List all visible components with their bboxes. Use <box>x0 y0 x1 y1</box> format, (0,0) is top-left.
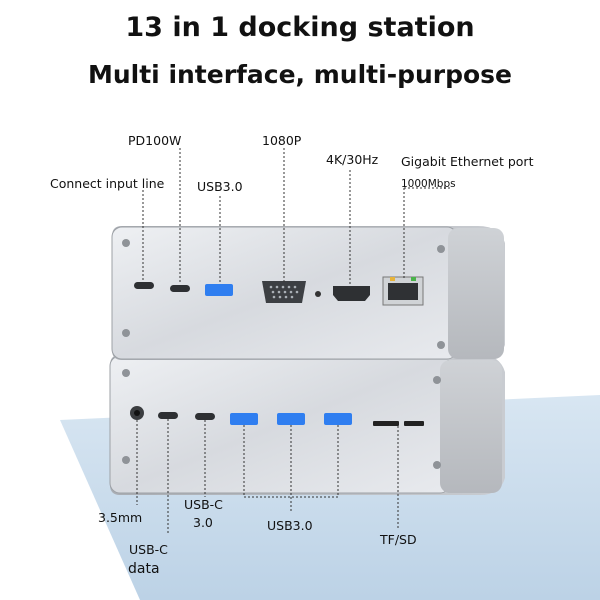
sd-slot <box>373 421 399 426</box>
tf-slot <box>404 421 424 426</box>
leader-lines <box>136 148 450 535</box>
top-unit <box>111 226 505 360</box>
usbc-30-port <box>195 413 215 420</box>
label-ethernet-speed: 1000Mbps <box>401 178 456 190</box>
label-usbc-data-2: data <box>128 561 160 577</box>
label-ethernet: Gigabit Ethernet port <box>401 154 534 169</box>
label-tfsd: TF/SD <box>380 532 417 547</box>
label-usbc30-2: 3.0 <box>193 515 213 530</box>
label-audio: 3.5mm <box>98 510 143 525</box>
usb3-port-1 <box>230 413 258 425</box>
label-usb3-bottom: USB3.0 <box>267 518 313 533</box>
bottom-unit <box>109 355 505 495</box>
subheadline: Multi interface, multi-purpose <box>87 60 513 89</box>
label-1080p: 1080P <box>262 133 302 148</box>
pd-port <box>170 285 190 292</box>
hdmi-port <box>333 286 370 301</box>
label-usb3-top: USB3.0 <box>197 179 243 194</box>
label-usbc-data-1: USB-C <box>129 542 168 557</box>
usb3-port-2 <box>277 413 305 425</box>
label-connect-input: Connect input line <box>50 176 165 191</box>
label-4k: 4K/30Hz <box>326 152 379 167</box>
headline: 13 in 1 docking station <box>125 12 475 43</box>
label-pd: PD100W <box>128 133 182 148</box>
usb3-port-3 <box>324 413 352 425</box>
input-usbc-port <box>134 282 154 289</box>
label-usbc30-1: USB-C <box>184 497 223 512</box>
usb3-top-port <box>205 284 233 296</box>
usbc-data-port <box>158 412 178 419</box>
